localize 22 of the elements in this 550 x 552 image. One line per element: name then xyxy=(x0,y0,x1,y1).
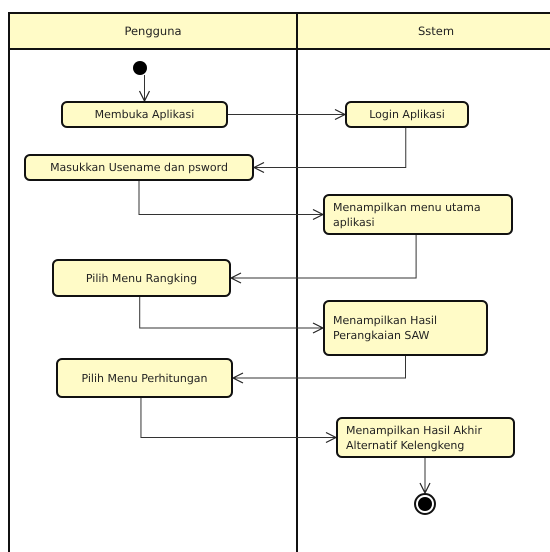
activity-box: Masukkan Usename dan psword xyxy=(24,154,254,181)
start-node xyxy=(133,61,147,75)
activity-box: Pilih Menu Rangking xyxy=(52,259,231,297)
arrow xyxy=(140,398,337,444)
lane-title: Sstem xyxy=(418,24,454,38)
activity-box: Pilih Menu Perhitungan xyxy=(56,358,233,398)
activity-box: Menampilkan menu utama aplikasi xyxy=(323,194,513,235)
swimlane xyxy=(8,12,298,552)
arrow xyxy=(232,356,406,384)
arrow xyxy=(228,108,346,120)
arrow xyxy=(419,458,431,494)
end-node xyxy=(414,493,436,515)
arrow xyxy=(139,296,324,334)
activity-box: Menampilkan Hasil Perangkaian SAW xyxy=(323,300,488,356)
arrow xyxy=(138,180,324,220)
activity-box: Menampilkan Hasil Akhir Alternatif Kelengkeng xyxy=(336,417,515,458)
activity-box: Login Aplikasi xyxy=(345,101,469,128)
arrow xyxy=(230,234,417,284)
activity-box: Membuka Aplikasi xyxy=(61,101,228,128)
lane-title: Pengguna xyxy=(124,24,182,38)
arrow xyxy=(138,74,150,102)
arrow xyxy=(253,128,406,174)
